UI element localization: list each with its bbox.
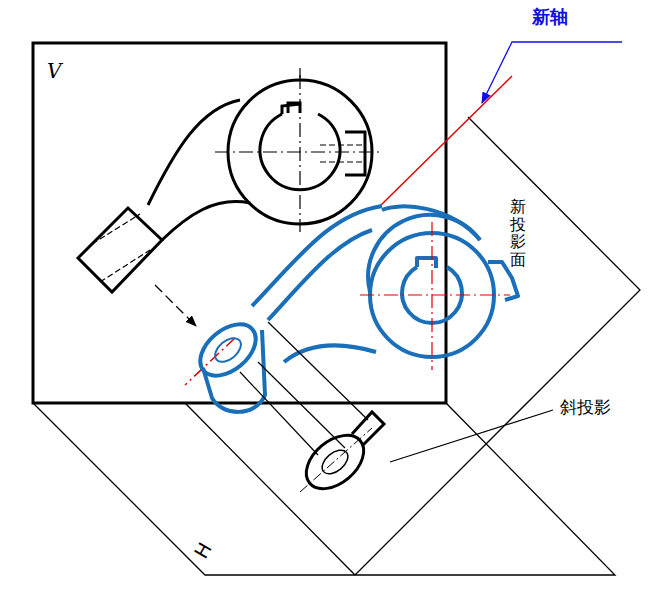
plane-label: V xyxy=(47,60,61,82)
centre-lines xyxy=(360,222,510,370)
oblique-view xyxy=(191,206,518,412)
leader-line xyxy=(390,410,553,462)
v-plane xyxy=(33,43,446,403)
leader-line xyxy=(482,42,622,103)
plane-outlines xyxy=(33,117,640,575)
oblique-projection-result xyxy=(296,412,384,499)
front-view xyxy=(78,80,372,292)
axis-label: 新轴 xyxy=(532,7,568,27)
plane-label: H xyxy=(191,539,216,562)
oblique-projection-hole xyxy=(300,428,372,492)
plane-label: 新投影面 xyxy=(510,198,526,268)
view-label: 斜投影 xyxy=(560,398,611,417)
new-axis xyxy=(185,76,512,385)
direction-arrow xyxy=(155,285,196,326)
oblique-view-detail xyxy=(211,333,246,366)
